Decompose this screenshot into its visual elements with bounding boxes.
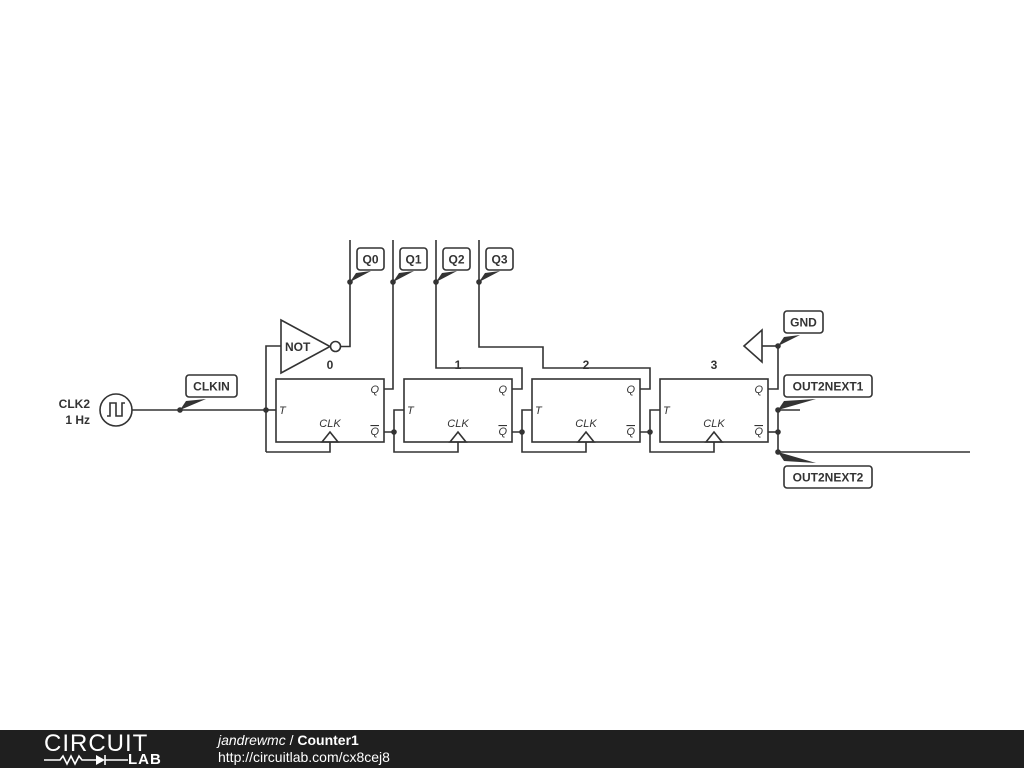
flipflop-1-qbar-pin: Q <box>498 426 507 438</box>
flipflop-1[interactable] <box>403 378 513 443</box>
wire-qbar2-clk3 <box>640 431 715 453</box>
svg-text:OUT2NEXT2: OUT2NEXT2 <box>793 471 864 485</box>
svg-text:Q0: Q0 <box>362 253 378 267</box>
wire-q3 <box>478 240 651 390</box>
flipflop-2-q-pin: Q <box>626 384 635 396</box>
net-label-out2next1[interactable]: OUT2NEXT1 <box>778 374 873 410</box>
wire-q-out3 <box>768 346 779 390</box>
net-label-q2[interactable]: Q2 <box>436 247 471 282</box>
credit-separator: / <box>285 732 298 748</box>
flipflop-1-t-pin: T <box>407 405 415 417</box>
flipflop-3-id: 3 <box>711 358 718 372</box>
net-label-clkin[interactable]: CLKIN <box>180 374 238 410</box>
circuit-schematic: CLK2 1 Hz CLKIN NOT Q0 Q1 Q2 <box>59 240 970 489</box>
wire-clk0 <box>266 442 331 453</box>
resistor-diode-icon <box>44 754 128 766</box>
clock-name: CLK2 <box>59 397 91 411</box>
clock-frequency: 1 Hz <box>65 413 90 427</box>
net-label-q3[interactable]: Q3 <box>479 247 514 282</box>
circuit-url[interactable]: http://circuitlab.com/cx8cej8 <box>218 749 390 765</box>
flipflop-3-t-pin: T <box>663 405 671 417</box>
flipflop-0-qbar-pin: Q <box>370 426 379 438</box>
wire-qbar1-t2 <box>521 409 532 432</box>
flipflop-1-id: 1 <box>455 358 462 372</box>
wire-q1 <box>384 240 394 390</box>
svg-text:OUT2NEXT1: OUT2NEXT1 <box>793 380 864 394</box>
svg-text:Q1: Q1 <box>405 253 421 267</box>
author-name[interactable]: jandrewmc <box>218 732 286 748</box>
ground-symbol[interactable] <box>742 328 763 364</box>
circuit-title[interactable]: Counter1 <box>297 732 359 748</box>
flipflop-0-q-pin: Q <box>370 384 379 396</box>
circuit-credit: jandrewmc / Counter1 <box>218 732 359 749</box>
footer-bar: CIRCUIT LAB jandrewmc / Counter1 http://… <box>0 730 1024 768</box>
flipflop-3[interactable] <box>659 378 769 443</box>
net-label-q0[interactable]: Q0 <box>350 247 385 282</box>
flipflop-0-clk-pin: CLK <box>319 418 341 430</box>
flipflop-2-t-pin: T <box>535 405 543 417</box>
junction-qbar0 <box>391 429 397 435</box>
svg-text:GND: GND <box>790 316 817 330</box>
wire-qbar1-clk2 <box>512 431 587 453</box>
not-gate-label: NOT <box>285 340 311 354</box>
junction-qbar1 <box>519 429 525 435</box>
net-label-q1[interactable]: Q1 <box>393 247 428 282</box>
svg-text:Q3: Q3 <box>491 253 507 267</box>
logo-wordmark-top: CIRCUIT <box>44 730 149 757</box>
junction-qbar2 <box>647 429 653 435</box>
flipflop-3-q-pin: Q <box>754 384 763 396</box>
flipflop-0-t-pin: T <box>279 405 287 417</box>
svg-text:CLKIN: CLKIN <box>193 380 230 394</box>
wire-qbar0-clk1 <box>384 431 459 453</box>
flipflop-2[interactable] <box>531 378 641 443</box>
circuitlab-logo[interactable]: CIRCUIT LAB <box>44 732 176 768</box>
flipflop-3-clk-pin: CLK <box>703 418 725 430</box>
flipflop-2-clk-pin: CLK <box>575 418 597 430</box>
wire-qbar0-t1 <box>393 409 404 432</box>
flipflop-2-id: 2 <box>583 358 590 372</box>
net-label-out2next2[interactable]: OUT2NEXT2 <box>778 452 873 489</box>
flipflop-1-q-pin: Q <box>498 384 507 396</box>
wire-qbar2-t3 <box>649 409 660 432</box>
junction-out-mid <box>775 429 781 435</box>
flipflop-3-qbar-pin: Q <box>754 426 763 438</box>
wire-not-input <box>265 345 281 410</box>
svg-text:Q2: Q2 <box>448 253 464 267</box>
flipflop-2-qbar-pin: Q <box>626 426 635 438</box>
flipflop-0[interactable] <box>275 378 385 443</box>
clock-source-clk2[interactable] <box>99 393 133 427</box>
wire-q0 <box>340 240 351 348</box>
net-label-gnd[interactable]: GND <box>778 310 824 346</box>
flipflop-1-clk-pin: CLK <box>447 418 469 430</box>
wire-q2 <box>435 240 523 390</box>
logo-wordmark-bottom: LAB <box>128 751 162 768</box>
flipflop-0-id: 0 <box>327 358 334 372</box>
